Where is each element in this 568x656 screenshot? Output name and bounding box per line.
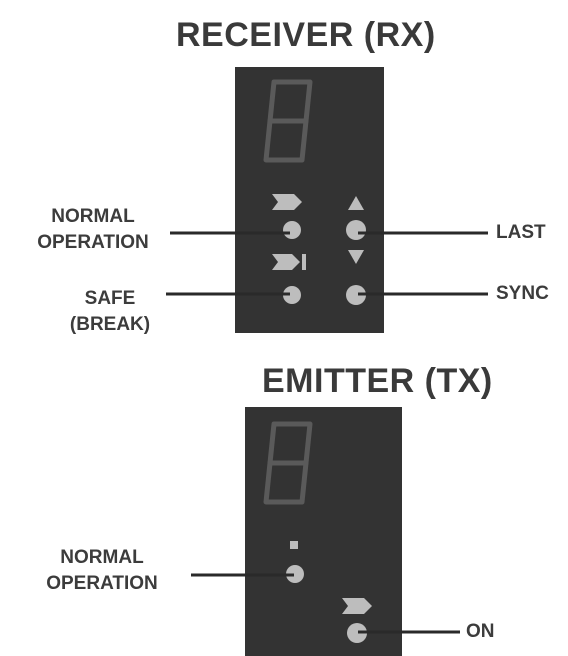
receiver-safe-arrow-icon xyxy=(272,254,306,270)
receiver-title: RECEIVER (RX) xyxy=(176,16,436,54)
emitter-normal-operation-label: NORMAL OPERATION xyxy=(46,547,158,594)
emitter-seven-segment-digit xyxy=(263,421,313,505)
receiver-normal-led xyxy=(283,221,301,239)
emitter-on-led xyxy=(347,623,367,643)
receiver-safe-break-label: SAFE (BREAK) xyxy=(69,288,151,335)
receiver-normal-arrow-icon xyxy=(272,194,302,210)
receiver-up-triangle-icon xyxy=(348,196,364,210)
emitter-on-arrow-icon xyxy=(342,598,372,614)
receiver-sync-label: SYNC xyxy=(496,283,549,304)
emitter-normal-led xyxy=(286,565,304,583)
receiver-last-label: LAST xyxy=(496,222,546,243)
receiver-normal-operation-label: NORMAL OPERATION xyxy=(37,206,149,253)
receiver-down-triangle-icon xyxy=(348,250,364,264)
receiver-sync-led xyxy=(346,285,366,305)
receiver-last-led xyxy=(346,220,366,240)
receiver-safe-led xyxy=(283,286,301,304)
emitter-on-label: ON xyxy=(466,621,495,642)
receiver-seven-segment-digit xyxy=(263,79,313,163)
emitter-title: EMITTER (TX) xyxy=(262,362,493,400)
emitter-square-icon xyxy=(290,541,298,549)
